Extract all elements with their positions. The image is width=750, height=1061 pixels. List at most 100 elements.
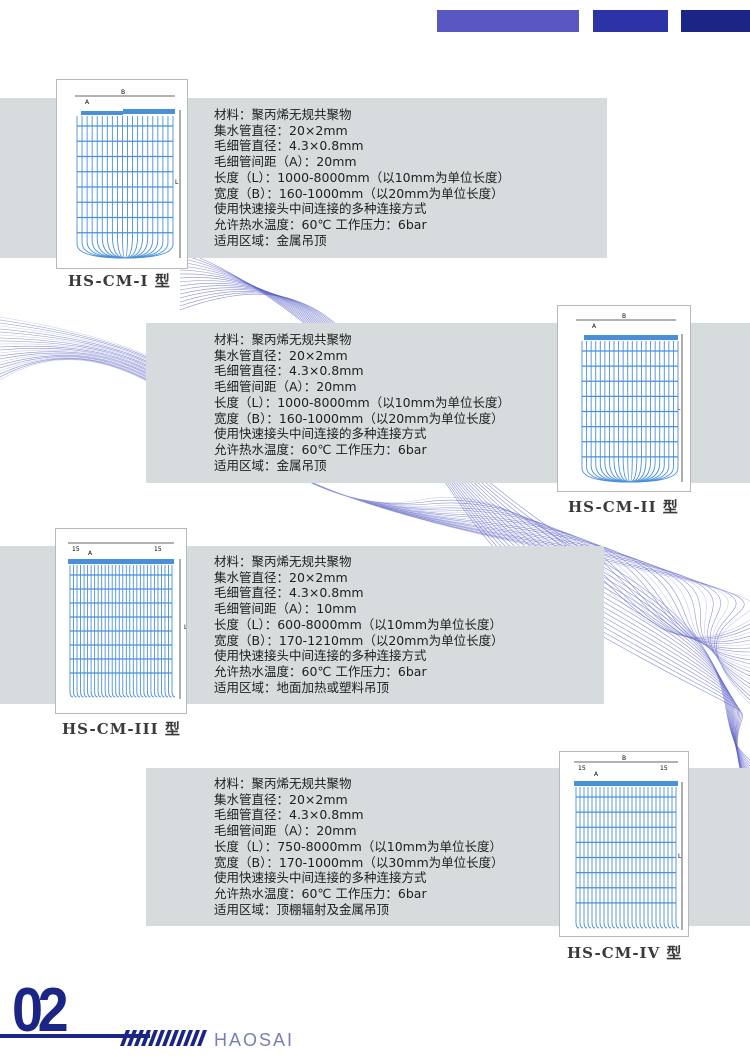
spec-line: 集水管直径：20×2mm <box>214 122 348 138</box>
spec-line: 适用区域：金属吊顶 <box>214 457 327 473</box>
capillary-pipe <box>124 116 174 259</box>
dim-label-15-right: 15 <box>660 765 668 772</box>
capillary-pipe <box>150 565 154 698</box>
spec-line: 长度（L）：600-8000mm（以10mm为单位长度） <box>214 616 503 632</box>
capillary-pipe <box>631 787 636 929</box>
spec-list-3: 材料：聚丙烯无规共聚物 集水管直径：20×2mm 毛细管直径：4.3×0.8mm… <box>214 554 504 695</box>
spec-line: 宽度（B）：170-1210mm（以20mm为单位长度） <box>214 632 504 648</box>
capillary-pipe <box>619 787 624 929</box>
dim-label-15-right: 15 <box>154 546 162 553</box>
dim-label-l: L <box>677 405 681 412</box>
capillary-pipe <box>629 341 679 483</box>
spec-line: 使用快速接头中间连接的多种连接方式 <box>214 648 427 664</box>
footer-stripe <box>162 1030 172 1046</box>
capillary-pipe <box>615 787 620 929</box>
wave-line <box>0 359 750 638</box>
capillary-pipe <box>587 787 592 929</box>
spec-line: 使用快速接头中间连接的多种连接方式 <box>214 870 427 886</box>
capillary-pipe <box>90 565 95 698</box>
capillary-pipe <box>118 565 123 698</box>
spec-line: 材料：聚丙烯无规共聚物 <box>214 776 352 791</box>
dim-label-a: A <box>594 771 599 778</box>
dim-label-l: L <box>175 179 179 186</box>
spec-line: 宽度（B）：160-1000mm（以20mm为单位长度） <box>214 410 504 426</box>
wave-line <box>0 355 750 645</box>
capillary-pipe <box>583 787 588 929</box>
product-diagram-3: 15 A 15 L <box>55 528 187 714</box>
capillary-pipe <box>599 787 604 929</box>
footer-stripe <box>155 1030 165 1046</box>
capillary-pipe <box>83 565 88 698</box>
footer-stripe <box>134 1030 144 1046</box>
dim-label-b: B <box>622 313 626 320</box>
capillary-pipe <box>651 787 656 929</box>
capillary-pipe <box>635 787 640 929</box>
spec-line: 材料：聚丙烯无规共聚物 <box>214 554 352 569</box>
capillary-pipe <box>622 341 631 483</box>
footer-stripe <box>169 1030 179 1046</box>
footer-stripes <box>0 1030 207 1046</box>
spec-line: 毛细管间距（A）：20mm <box>214 379 357 395</box>
capillary-pipe <box>655 787 660 929</box>
capillary-pipe <box>639 787 644 929</box>
spec-line: 允许热水温度：60℃ 工作压力：6bar <box>214 216 427 232</box>
capillary-pipe <box>623 787 628 929</box>
capillary-pipe <box>76 565 81 698</box>
spec-line: 毛细管间距（A）：10mm <box>214 601 357 617</box>
dim-label-15-left: 15 <box>72 546 80 553</box>
spec-line: 宽度（B）：170-1000mm（以30mm为单位长度） <box>214 854 504 870</box>
capillary-pipe <box>157 565 161 698</box>
dim-label-b: B <box>622 755 626 762</box>
footer-stripe <box>120 1030 130 1046</box>
capillary-pipe <box>129 565 133 698</box>
footer-stripe <box>127 1030 137 1046</box>
capillary-pipe <box>643 787 648 929</box>
capillary-pipe <box>101 565 105 698</box>
capillary-pipe <box>122 565 126 698</box>
spec-line: 允许热水温度：60℃ 工作压力：6bar <box>214 663 427 679</box>
capillary-pipe <box>111 565 116 698</box>
footer-stripe <box>141 1030 151 1046</box>
capillary-pipe <box>108 565 112 698</box>
capillary-pipe <box>171 565 176 698</box>
capillary-pipe <box>80 565 84 698</box>
capillary-pipe <box>115 565 119 698</box>
spec-line: 使用快速接头中间连接的多种连接方式 <box>214 201 427 217</box>
capillary-pipe <box>168 565 172 698</box>
capillary-pipe <box>125 565 130 698</box>
spec-line: 毛细管直径：4.3×0.8mm <box>214 363 364 379</box>
capillary-pipe <box>675 787 680 929</box>
capillary-pipe <box>116 116 126 259</box>
spec-list-1: 材料：聚丙烯无规共聚物 集水管直径：20×2mm 毛细管直径：4.3×0.8mm… <box>214 107 510 248</box>
capillary-pipe <box>611 787 616 929</box>
product-diagram-1: B A L <box>56 79 188 269</box>
capillary-pipe <box>164 565 169 698</box>
wave-line <box>179 253 750 764</box>
footer-stripe <box>176 1030 186 1046</box>
spec-line: 毛细管间距（A）：20mm <box>214 823 357 839</box>
dim-label-a: A <box>85 99 90 106</box>
capillary-pipe <box>659 787 664 929</box>
spec-line: 毛细管直径：4.3×0.8mm <box>214 807 364 823</box>
capillary-pipe <box>595 787 600 929</box>
capillary-pipe <box>647 787 652 929</box>
spec-line: 长度（L）：1000-8000mm（以10mm为单位长度） <box>214 169 510 185</box>
capillary-pipe <box>87 565 91 698</box>
spec-line: 宽度（B）：160-1000mm（以20mm为单位长度） <box>214 185 504 201</box>
model-name-1: HS-CM-I 型 <box>68 272 171 290</box>
wave-line <box>0 354 750 647</box>
dim-label-a: A <box>88 550 93 557</box>
spec-line: 集水管直径：20×2mm <box>214 569 348 585</box>
spec-line: 材料：聚丙烯无规共聚物 <box>214 107 352 122</box>
top-bar-mid <box>593 10 668 32</box>
capillary-pipe <box>160 565 165 698</box>
spec-line: 允许热水温度：60℃ 工作压力：6bar <box>214 441 427 457</box>
capillary-pipe <box>627 787 632 929</box>
spec-line: 适用区域：金属吊顶 <box>214 232 327 248</box>
spec-line: 毛细管直径：4.3×0.8mm <box>214 585 364 601</box>
capillary-pipe <box>663 787 668 929</box>
capillary-pipe <box>73 565 77 698</box>
model-name-3: HS-CM-III 型 <box>62 720 181 738</box>
spec-line: 材料：聚丙烯无规共聚物 <box>214 332 352 347</box>
